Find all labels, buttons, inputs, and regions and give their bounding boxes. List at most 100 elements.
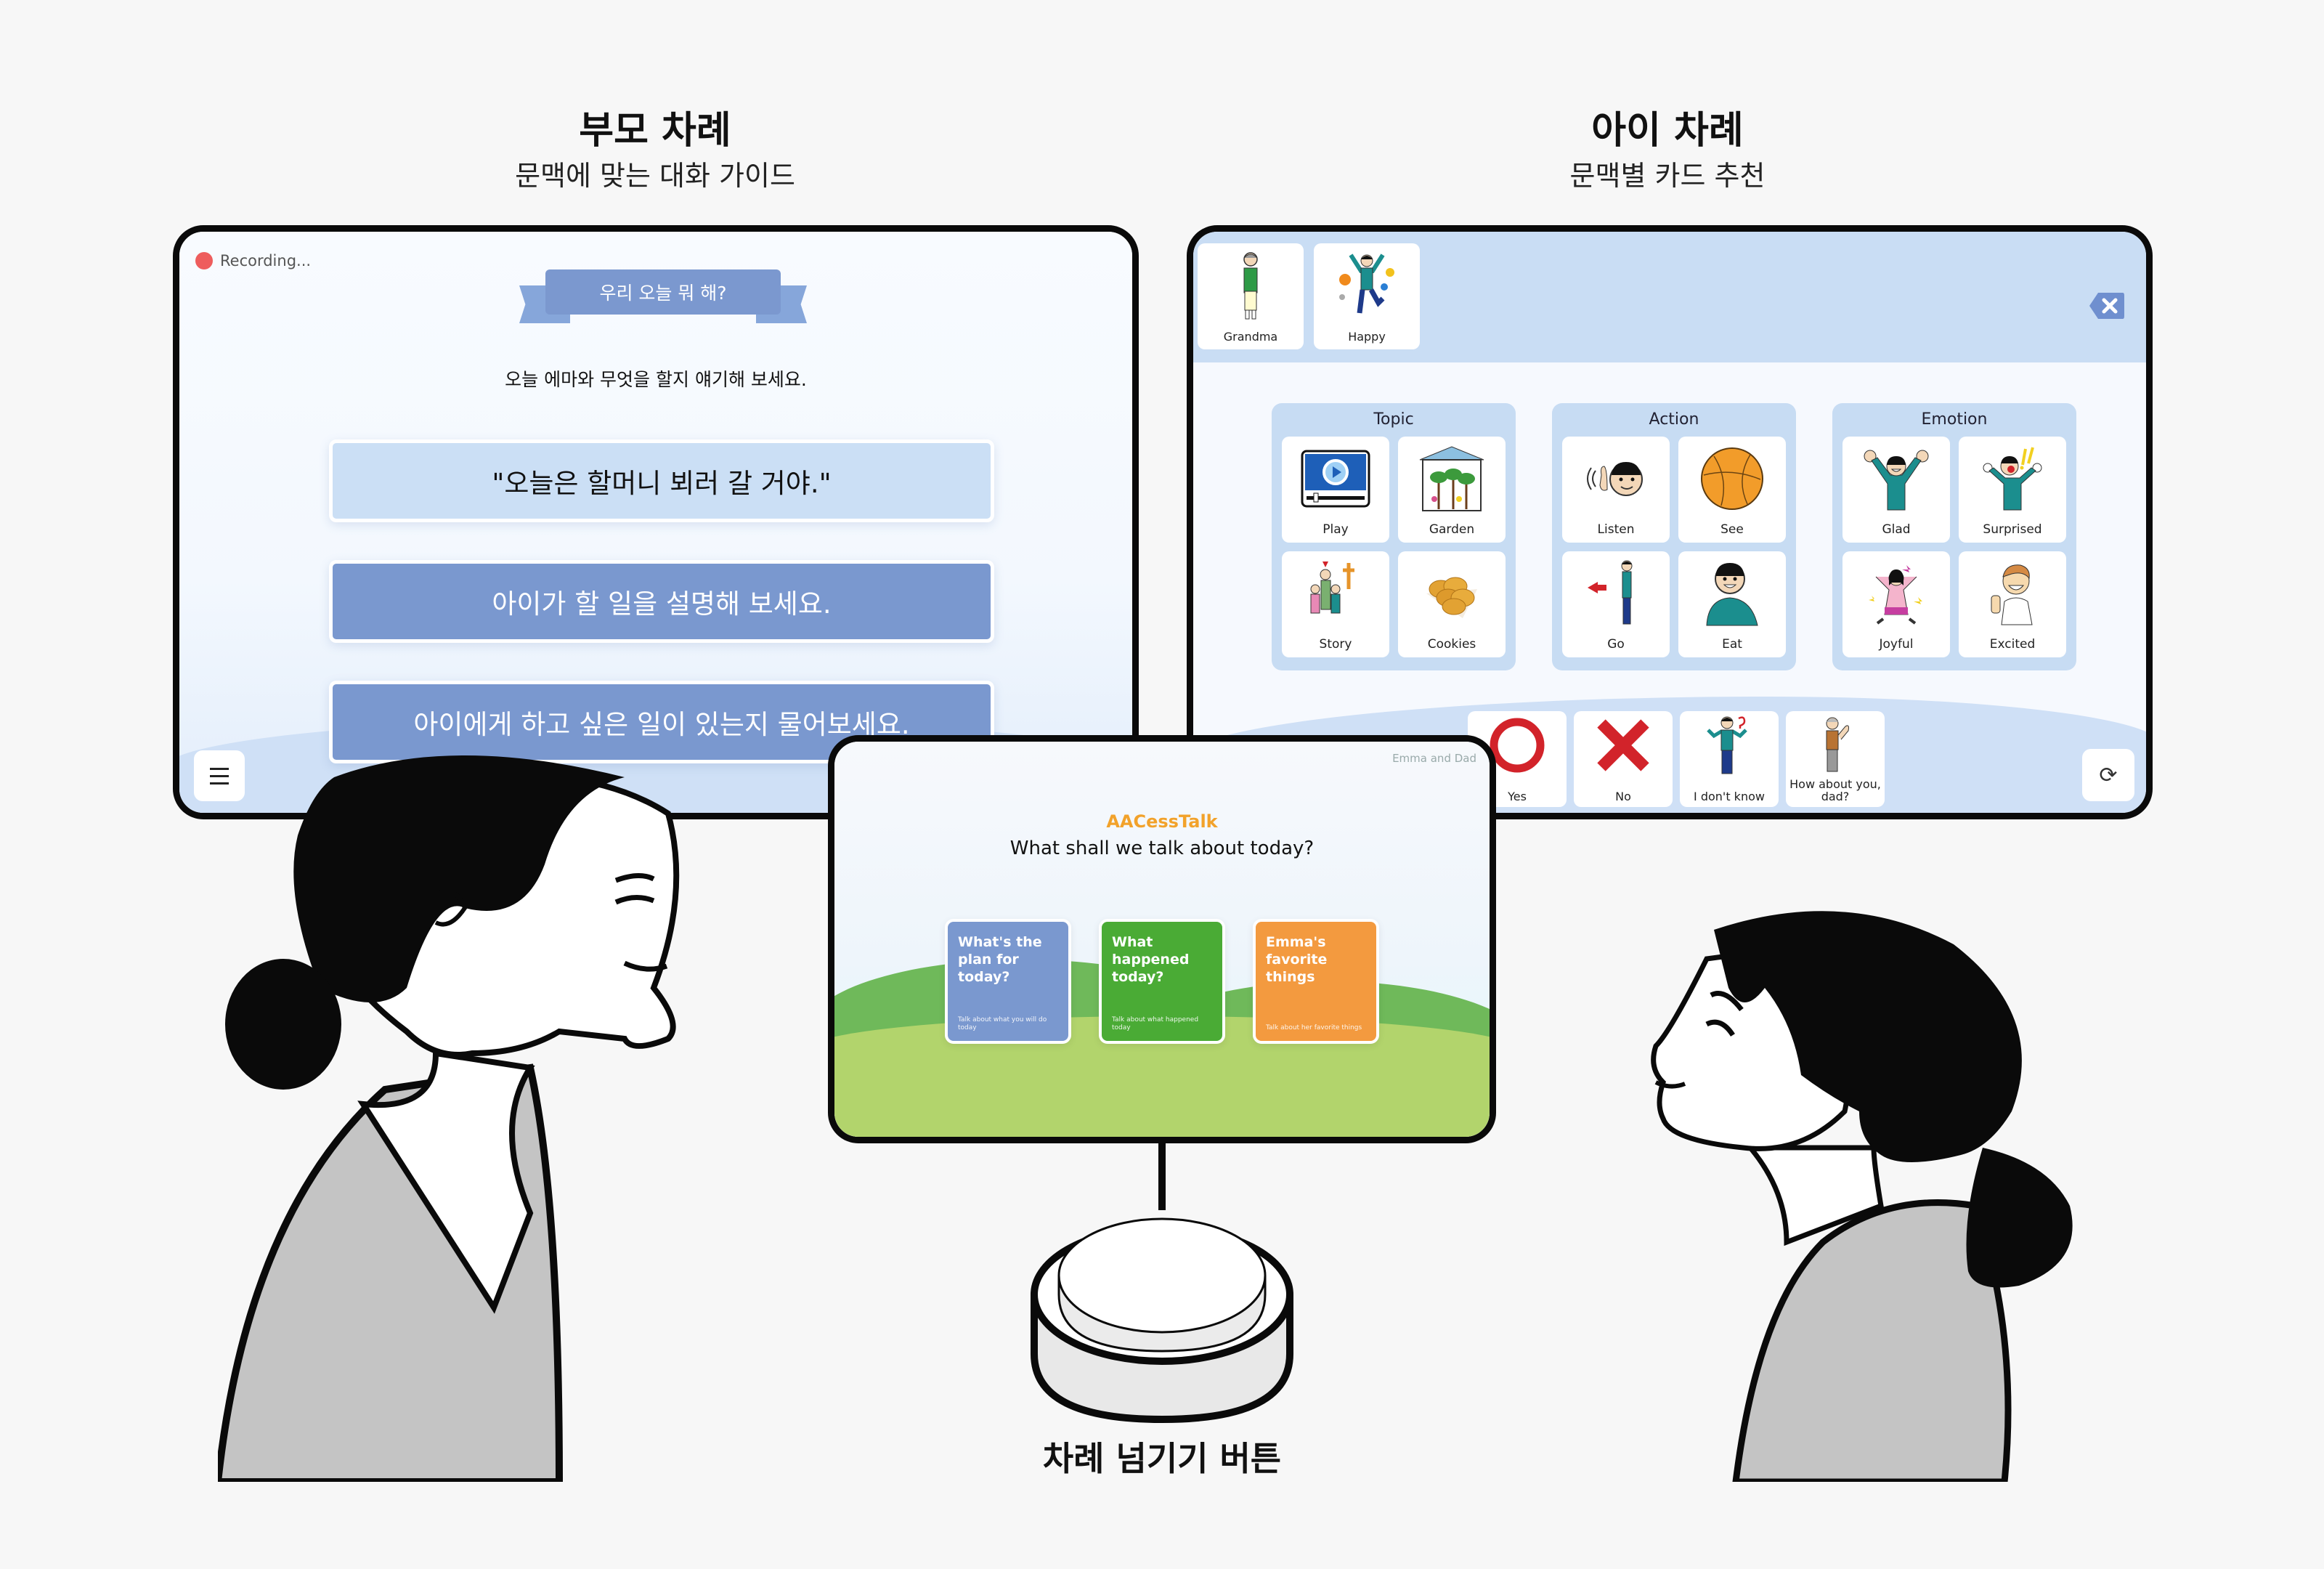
quick-response-dont-know[interactable]: I don't know bbox=[1680, 711, 1779, 807]
card-label: Glad bbox=[1882, 522, 1911, 537]
excited-pictogram-icon bbox=[1959, 557, 2066, 630]
quick-response-how-about-you[interactable]: How about you, dad? bbox=[1786, 711, 1885, 807]
topic-card-title: What's the plan for today? bbox=[958, 934, 1042, 985]
center-tablet: Emma and Dad AACessTalk What shall we ta… bbox=[828, 735, 1496, 1143]
backspace-icon bbox=[2089, 293, 2124, 319]
card-eat[interactable]: Eat bbox=[1678, 551, 1786, 657]
guide-option-1[interactable]: "오늘은 할머니 뵈러 갈 거야." bbox=[329, 439, 994, 522]
topic-card-subtitle: Talk about what you will do today bbox=[958, 1016, 1047, 1031]
menu-button[interactable] bbox=[194, 750, 245, 801]
joyful-pictogram-icon bbox=[1842, 557, 1950, 630]
physical-button-icon bbox=[1031, 1217, 1293, 1424]
owner-label: Emma and Dad bbox=[1392, 752, 1476, 765]
card-group-emotion: Emotion Glad Surprised Joyful Excited bbox=[1832, 403, 2076, 670]
card-label: Excited bbox=[1989, 637, 2036, 652]
go-pictogram-icon bbox=[1562, 557, 1670, 630]
card-label: Go bbox=[1607, 637, 1625, 652]
parent-turn-title: 부모 차례 bbox=[579, 109, 731, 153]
video-play-pictogram-icon bbox=[1282, 442, 1389, 515]
card-cookies[interactable]: Cookies bbox=[1398, 551, 1506, 657]
card-story[interactable]: Story bbox=[1282, 551, 1389, 657]
card-label: Play bbox=[1323, 522, 1349, 537]
guide-option-2[interactable]: 아이가 할 일을 설명해 보세요. bbox=[329, 560, 994, 643]
topic-card-title: What happened today? bbox=[1112, 934, 1190, 985]
card-label: Cookies bbox=[1427, 637, 1476, 652]
family-church-pictogram-icon bbox=[1282, 557, 1389, 630]
topic-ribbon: 우리 오늘 뭐 해? bbox=[519, 269, 807, 332]
recording-indicator: Recording... bbox=[195, 252, 311, 269]
card-group-topic: Topic Play Garden Story Cookies bbox=[1272, 403, 1516, 670]
card-joyful[interactable]: Joyful bbox=[1842, 551, 1950, 657]
card-go[interactable]: Go bbox=[1562, 551, 1670, 657]
card-excited[interactable]: Excited bbox=[1959, 551, 2066, 657]
child-turn-subtitle: 문맥별 카드 추천 bbox=[1569, 160, 1766, 192]
grandma-pictogram-icon bbox=[1198, 249, 1304, 322]
quick-response-label: How about you, dad? bbox=[1789, 777, 1881, 803]
selected-card-label: Happy bbox=[1348, 330, 1386, 344]
child-tablet: Grandma Happy Topic Play Garden Story Co… bbox=[1187, 225, 2153, 819]
recording-label: Recording... bbox=[220, 252, 312, 269]
glad-pictogram-icon bbox=[1842, 442, 1950, 515]
topic-card-subtitle: Talk about her favorite things bbox=[1266, 1024, 1362, 1031]
turn-pass-button-label: 차례 넘기기 버튼 bbox=[1042, 1439, 1282, 1478]
quick-response-no[interactable]: No bbox=[1574, 711, 1673, 807]
card-label: Garden bbox=[1429, 522, 1475, 537]
refresh-button[interactable]: ⟳ bbox=[2082, 749, 2134, 801]
topic-card-plan[interactable]: What's the plan for today? Talk about wh… bbox=[945, 919, 1071, 1044]
happy-pictogram-icon bbox=[1314, 249, 1420, 322]
parent-turn-heading: 부모 차례 문맥에 맞는 대화 가이드 bbox=[365, 108, 946, 195]
ribbon-title: 우리 오늘 뭐 해? bbox=[545, 269, 781, 315]
card-label: See bbox=[1720, 522, 1744, 537]
recording-dot-icon bbox=[195, 252, 213, 269]
ball-pictogram-icon bbox=[1678, 442, 1786, 515]
topic-card-favorites[interactable]: Emma's favorite things Talk about her fa… bbox=[1253, 919, 1379, 1044]
quick-response-label: No bbox=[1615, 790, 1631, 803]
topic-card-title: Emma's favorite things bbox=[1266, 934, 1328, 985]
parent-turn-subtitle: 문맥에 맞는 대화 가이드 bbox=[515, 160, 795, 192]
card-surprised[interactable]: Surprised bbox=[1959, 437, 2066, 543]
listen-pictogram-icon bbox=[1562, 442, 1670, 515]
card-label: Story bbox=[1319, 637, 1352, 652]
selected-card-happy[interactable]: Happy bbox=[1314, 243, 1420, 349]
shrug-pictogram-icon bbox=[1680, 714, 1779, 777]
card-listen[interactable]: Listen bbox=[1562, 437, 1670, 543]
child-illustration bbox=[1641, 901, 2092, 1485]
child-turn-heading: 아이 차례 문맥별 카드 추천 bbox=[1377, 108, 1958, 195]
turn-pass-button[interactable] bbox=[1025, 1209, 1299, 1444]
hamburger-menu-icon bbox=[210, 767, 229, 770]
quick-response-label: Yes bbox=[1508, 790, 1527, 803]
group-title: Emotion bbox=[1921, 410, 1988, 429]
card-label: Joyful bbox=[1879, 637, 1914, 652]
parent-tablet: Recording... 우리 오늘 뭐 해? 오늘 에마와 무엇을 할지 얘기… bbox=[173, 225, 1139, 819]
card-glad[interactable]: Glad bbox=[1842, 437, 1950, 543]
card-label: Surprised bbox=[1983, 522, 2042, 537]
button-cable bbox=[1158, 1143, 1166, 1210]
selected-card-grandma[interactable]: Grandma bbox=[1198, 243, 1304, 349]
topic-card-subtitle: Talk about what happened today bbox=[1112, 1016, 1199, 1031]
group-title: Action bbox=[1649, 410, 1699, 429]
wave-pictogram-icon bbox=[1786, 714, 1885, 777]
red-circle-icon bbox=[1468, 714, 1567, 777]
cookies-pictogram-icon bbox=[1398, 557, 1506, 630]
child-turn-title: 아이 차례 bbox=[1591, 109, 1744, 153]
backspace-button[interactable] bbox=[2088, 291, 2126, 320]
guide-instruction: 오늘 에마와 무엇을 할지 얘기해 보세요. bbox=[505, 369, 807, 390]
card-group-action: Action Listen See Go Eat bbox=[1552, 403, 1796, 670]
quick-response-label: I don't know bbox=[1694, 790, 1765, 803]
refresh-icon: ⟳ bbox=[2099, 762, 2118, 788]
selected-card-label: Grandma bbox=[1223, 330, 1278, 344]
red-x-icon bbox=[1574, 714, 1673, 777]
card-label: Eat bbox=[1722, 637, 1742, 652]
card-see[interactable]: See bbox=[1678, 437, 1786, 543]
topic-card-happened[interactable]: What happened today? Talk about what hap… bbox=[1099, 919, 1225, 1044]
eat-pictogram-icon bbox=[1678, 557, 1786, 630]
surprised-pictogram-icon bbox=[1959, 442, 2066, 515]
card-play[interactable]: Play bbox=[1282, 437, 1389, 543]
app-logo: AACessTalk bbox=[1106, 811, 1218, 832]
card-garden[interactable]: Garden bbox=[1398, 437, 1506, 543]
card-label: Listen bbox=[1597, 522, 1635, 537]
garden-pictogram-icon bbox=[1398, 442, 1506, 515]
mother-illustration bbox=[214, 748, 741, 1485]
group-title: Topic bbox=[1373, 410, 1414, 429]
topic-question: What shall we talk about today? bbox=[1009, 838, 1315, 859]
